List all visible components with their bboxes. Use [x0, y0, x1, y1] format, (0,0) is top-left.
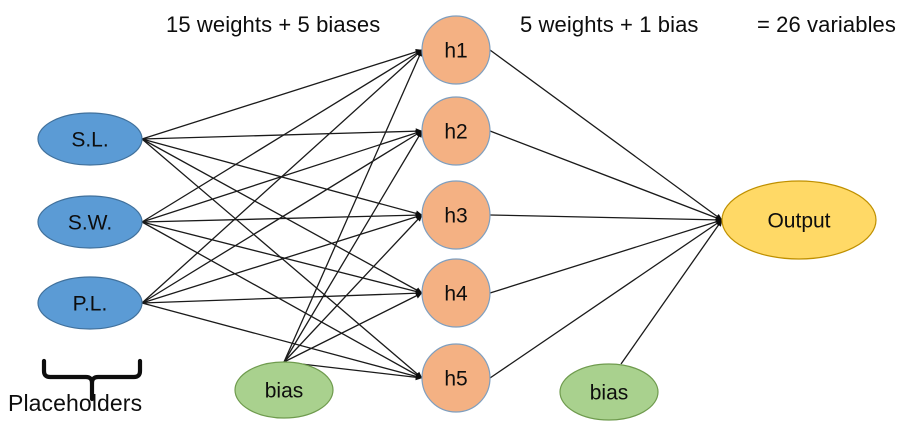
label-weights-output: 5 weights + 1 bias	[520, 12, 699, 37]
bias-node-bias-hidden[interactable]: bias	[234, 361, 334, 419]
hidden-node-h3-shape	[421, 180, 491, 250]
edge-h2-to-output	[489, 130, 723, 221]
edge-sw-to-h3	[141, 212, 423, 223]
edge-h3-to-output	[489, 214, 723, 223]
output-node-output[interactable]: Output	[721, 180, 877, 260]
label-weights-hidden: 15 weights + 5 biases	[166, 12, 381, 37]
edge-pl-to-h5	[141, 302, 423, 380]
hidden-node-h2[interactable]: h2	[421, 96, 491, 166]
edges-hidden-to-output	[489, 49, 723, 379]
input-node-pl[interactable]: P.L.	[37, 276, 143, 330]
bias-node-bias-output-shape	[559, 363, 659, 421]
input-node-pl-shape	[37, 276, 143, 330]
edge-pl-to-h4	[141, 290, 423, 304]
bias-node-bias-output[interactable]: bias	[559, 363, 659, 421]
edge-pl-to-h3	[141, 214, 423, 304]
edges-bias-to-output	[620, 219, 723, 365]
output-node-output-shape	[721, 180, 877, 260]
edges-input-to-hidden	[141, 49, 423, 380]
hidden-node-h4-shape	[421, 258, 491, 328]
placeholders-brace	[41, 358, 143, 402]
edge-bias-to-h2	[283, 130, 423, 363]
hidden-node-h2-shape	[421, 96, 491, 166]
label-placeholders: Placeholders	[8, 390, 143, 416]
nodes-layer: S.L. S.W. P.L. h1 h2 h3 h4 h5 bias bias Output	[37, 15, 877, 421]
hidden-node-h5[interactable]: h5	[421, 343, 491, 413]
output-node-output-label: Output	[767, 210, 830, 233]
edge-sw-to-h1	[141, 49, 423, 223]
hidden-node-h4[interactable]: h4	[421, 258, 491, 328]
edge-sw-to-h4	[141, 221, 423, 295]
edge-bias-to-h1	[283, 49, 423, 363]
edges-bias-to-hidden	[283, 49, 423, 381]
hidden-node-h4-label: h4	[444, 283, 468, 306]
hidden-node-h3-label: h3	[444, 205, 467, 228]
bias-node-bias-output-label: bias	[590, 382, 629, 405]
hidden-node-h1[interactable]: h1	[421, 15, 491, 85]
bias-node-bias-hidden-label: bias	[265, 380, 304, 403]
edge-sl-to-h1	[141, 49, 423, 140]
edge-bias-to-output	[620, 219, 723, 365]
hidden-node-h5-label: h5	[444, 368, 467, 391]
hidden-node-h5-shape	[421, 343, 491, 413]
input-node-sl[interactable]: S.L.	[37, 112, 143, 166]
edge-sw-to-h5	[141, 221, 423, 379]
edge-pl-to-h1	[141, 49, 423, 304]
hidden-node-h3[interactable]: h3	[421, 180, 491, 250]
edge-bias-to-h4	[283, 292, 423, 363]
hidden-node-h1-label: h1	[444, 40, 467, 63]
edge-sl-to-h2	[141, 128, 423, 140]
input-node-pl-label: P.L.	[73, 293, 108, 316]
hidden-node-h1-shape	[421, 15, 491, 85]
input-node-sw-label: S.W.	[68, 212, 112, 235]
edge-h4-to-output	[489, 219, 723, 294]
edge-h5-to-output	[489, 219, 723, 379]
input-node-sl-label: S.L.	[71, 129, 108, 152]
label-total-variables: = 26 variables	[757, 12, 896, 37]
bias-node-bias-hidden-shape	[234, 361, 334, 419]
input-node-sw[interactable]: S.W.	[37, 195, 143, 249]
edge-pl-to-h2	[141, 130, 423, 304]
edge-bias-to-h3	[283, 214, 423, 363]
input-node-sw-shape	[37, 195, 143, 249]
edge-sl-to-h4	[141, 138, 423, 294]
edge-h1-to-output	[489, 49, 723, 221]
hidden-node-h2-label: h2	[444, 121, 467, 144]
input-node-sl-shape	[37, 112, 143, 166]
